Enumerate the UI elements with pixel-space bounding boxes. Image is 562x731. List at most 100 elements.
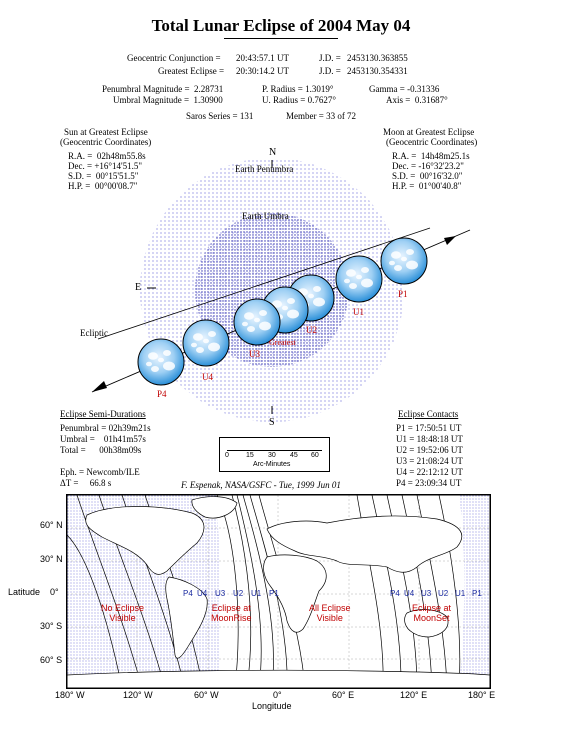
contacts-p4: P4 = 23:09:34 UT xyxy=(396,478,462,488)
australia xyxy=(404,609,449,638)
scale-bar xyxy=(227,450,322,451)
africa xyxy=(263,554,327,633)
lon-tick-120e: 120° E xyxy=(400,690,428,700)
south-label: S xyxy=(269,417,275,428)
scale-tick-45: 45 xyxy=(290,452,298,459)
gamma: Gamma = -0.31336 xyxy=(369,84,440,94)
lon-tick-0: 0° xyxy=(273,690,282,700)
scale-tick-15: 15 xyxy=(246,452,254,459)
lat-tick-60s: 60° S xyxy=(40,655,63,665)
ephemeris: Eph. = Newcomb/ILE xyxy=(60,467,140,477)
contact-p4-label: P4 xyxy=(157,389,167,399)
contact-u1-label: U1 xyxy=(353,307,364,317)
map-west-p4: P4 xyxy=(183,589,193,598)
moon-subheading: (Geocentric Coordinates) xyxy=(386,137,478,147)
map-ylabel: Latitude xyxy=(8,587,41,597)
umbra-label: Earth Umbra xyxy=(242,211,289,221)
sun-heading: Sun at Greatest Eclipse xyxy=(64,127,148,137)
greatest-jd-label: J.D. = xyxy=(319,66,341,76)
lat-tick-30n: 30° N xyxy=(40,554,63,564)
antarctica xyxy=(67,669,490,688)
conj-jd: 2453130.363855 xyxy=(347,53,408,63)
scale-tick-60: 60 xyxy=(311,452,319,459)
page-title: Total Lunar Eclipse of 2004 May 04 xyxy=(151,16,411,35)
map-east-u2: U2 xyxy=(438,589,449,598)
earth-umbra xyxy=(195,213,349,367)
greenland xyxy=(191,496,238,519)
moon-dec: Dec. = -16°32'23.2" xyxy=(392,161,464,171)
u-radius: U. Radius = 0.7627° xyxy=(262,95,336,105)
axis: Axis = 0.31687° xyxy=(386,95,448,105)
sun-subheading: (Geocentric Coordinates) xyxy=(60,137,152,147)
moon-p1 xyxy=(380,237,428,285)
moon-sd: S.D. = 00°16'32.0" xyxy=(392,171,463,181)
lon-tick-180w: 180° W xyxy=(55,690,85,700)
lon-tick-60w: 60° W xyxy=(194,690,219,700)
semi-umbral: Umbral = 01h41m57s xyxy=(60,434,146,444)
region-no-eclipse: No Eclipse Visible xyxy=(101,603,145,623)
map-west-p1: P1 xyxy=(269,589,279,598)
delta-t: ΔT = 66.8 s xyxy=(60,478,112,488)
map-east-u4: U4 xyxy=(404,589,415,598)
eurasia xyxy=(266,515,463,573)
contacts-u2: U2 = 19:52:06 UT xyxy=(396,445,463,455)
map-east-p4: P4 xyxy=(390,589,400,598)
contacts-u4: U4 = 22:12:12 UT xyxy=(396,467,463,477)
map-xlabel: Longitude xyxy=(252,701,292,711)
moon-u1 xyxy=(335,255,383,303)
conj-time: 20:43:57.1 UT xyxy=(236,53,289,63)
credit: F. Espenak, NASA/GSFC - Tue, 1999 Jun 01 xyxy=(181,480,341,490)
map-no-eclipse-shade-east xyxy=(459,495,490,688)
semi-total: Total = 00h38m09s xyxy=(60,445,142,455)
region-all-eclipse: All Eclipse Visible xyxy=(309,603,351,623)
contacts-p1: P1 = 17:50:51 UT xyxy=(396,423,462,433)
scale-box: 0 15 30 45 60 Arc-Minutes xyxy=(219,437,330,472)
moon-p4 xyxy=(137,338,185,386)
saros-member: Member = 33 of 72 xyxy=(286,111,357,121)
moon-heading: Moon at Greatest Eclipse xyxy=(383,127,475,137)
ecliptic-line xyxy=(97,227,431,340)
contacts-heading: Eclipse Contacts xyxy=(398,409,459,419)
scale-tick-0: 0 xyxy=(225,452,229,459)
semi-durations-heading: Eclipse Semi-Durations xyxy=(60,409,146,419)
east-label: E xyxy=(135,282,142,293)
moon-hp: H.P. = 01°00'40.8" xyxy=(392,181,462,191)
map-west-u2: U2 xyxy=(233,589,244,598)
contacts-u3: U3 = 21:08:24 UT xyxy=(396,456,463,466)
p-radius: P. Radius = 1.3019° xyxy=(262,84,334,94)
map-east-u1: U1 xyxy=(455,589,466,598)
sun-dec: Dec. = +16°14'51.5" xyxy=(68,161,143,171)
map-west-u1: U1 xyxy=(251,589,262,598)
north-america xyxy=(85,506,205,575)
moon-u3 xyxy=(233,298,281,346)
lon-tick-180e: 180° E xyxy=(468,690,496,700)
map-east-p1: P1 xyxy=(472,589,482,598)
contact-u3-label: U3 xyxy=(249,349,260,359)
greatest-jd: 2453130.354331 xyxy=(347,66,408,76)
south-america xyxy=(165,576,208,659)
title-rule xyxy=(224,38,338,39)
ecliptic-label: Ecliptic xyxy=(80,328,108,338)
contact-u2-label: U2 xyxy=(306,325,317,335)
sun-hp: H.P. = 00°00'08.7" xyxy=(68,181,138,191)
map-continents xyxy=(67,496,490,688)
shadow-diagram xyxy=(91,158,471,422)
penumbral-magnitude: Penumbral Magnitude = 2.28731 xyxy=(102,84,224,94)
sun-ra: R.A. = 02h48m55.8s xyxy=(68,151,146,161)
umbral-magnitude: Umbral Magnitude = 1.30900 xyxy=(113,95,223,105)
contacts-u1: U1 = 18:48:18 UT xyxy=(396,434,463,444)
scale-tick-30: 30 xyxy=(268,452,276,459)
moon-ra: R.A. = 14h48m25.1s xyxy=(392,151,470,161)
contact-p1-label: P1 xyxy=(398,289,408,299)
sun-sd: S.D. = 00°15'51.5" xyxy=(68,171,139,181)
conj-label: Geocentric Conjunction = xyxy=(127,53,221,63)
semi-penumbral: Penumbral = 02h39m21s xyxy=(60,423,151,433)
lat-tick-60n: 60° N xyxy=(40,520,63,530)
path-arrow-west xyxy=(92,381,107,392)
conj-jd-label: J.D. = xyxy=(319,53,341,63)
north-label: N xyxy=(269,147,277,158)
map-west-u3: U3 xyxy=(215,589,226,598)
greatest-label: Greatest xyxy=(269,338,296,347)
lon-tick-120w: 120° W xyxy=(123,690,153,700)
map-east-u3: U3 xyxy=(421,589,432,598)
